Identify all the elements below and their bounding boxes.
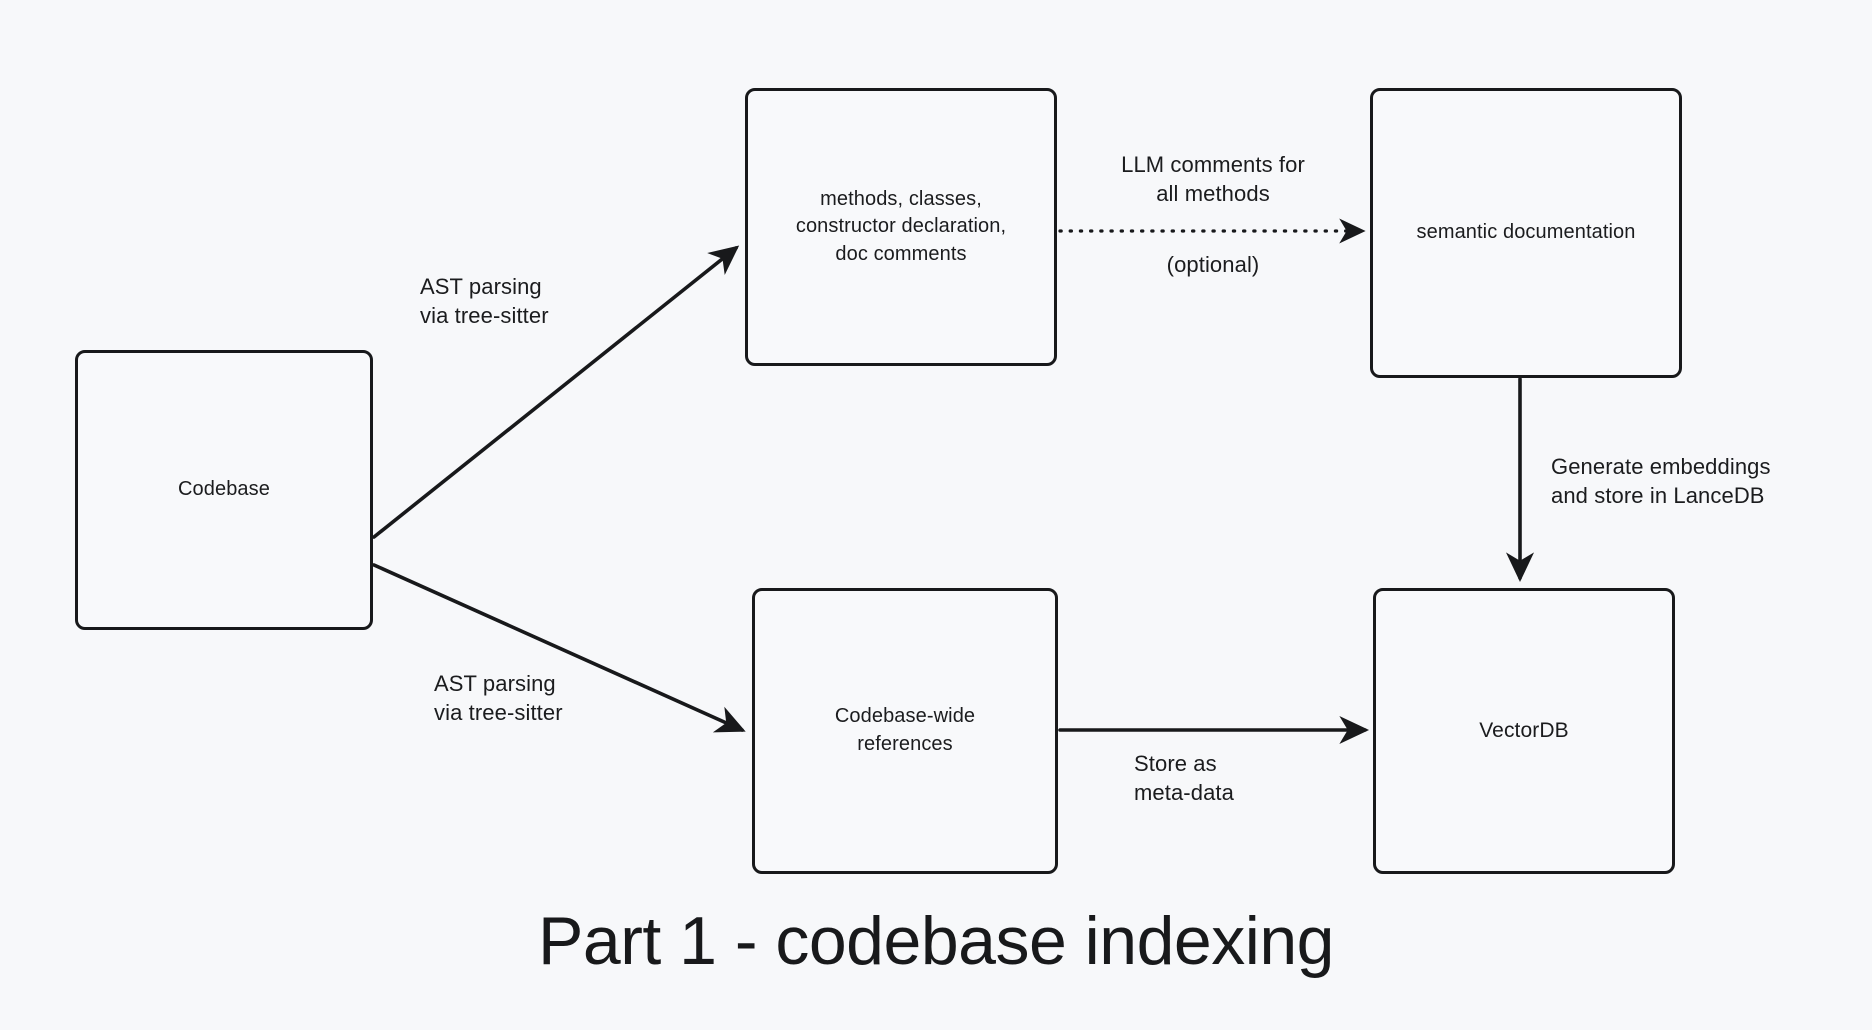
node-extracted-entities-label: methods, classes, constructor declaratio… — [795, 187, 1007, 265]
node-codebase-wide-references-label: Codebase-wide references — [834, 705, 976, 755]
node-vectordb[interactable]: VectorDB — [1373, 588, 1675, 874]
node-vectordb-label: VectorDB — [1479, 718, 1569, 742]
node-codebase-wide-references[interactable]: Codebase-wide references — [752, 588, 1058, 874]
edge-label-codebase-to-references: AST parsing via tree-sitter — [434, 671, 563, 726]
node-semantic-documentation[interactable]: semantic documentation — [1370, 88, 1682, 378]
diagram-title: Part 1 - codebase indexing — [538, 903, 1334, 979]
edge-label-codebase-to-extracted: AST parsing via tree-sitter — [420, 274, 549, 329]
node-extracted-entities[interactable]: methods, classes, constructor declaratio… — [745, 88, 1057, 366]
edge-label-extracted-to-semantic: LLM comments for all methods — [1121, 152, 1305, 207]
edge-sublabel-extracted-to-semantic: (optional) — [1166, 252, 1260, 277]
edge-label-references-to-vectordb: Store as meta-data — [1134, 751, 1234, 806]
edge-label-semantic-to-vectordb: Generate embeddings and store in LanceDB — [1551, 454, 1771, 509]
node-codebase-label: Codebase — [178, 478, 270, 501]
node-semantic-documentation-label: semantic documentation — [1416, 221, 1636, 244]
node-codebase[interactable]: Codebase — [75, 350, 373, 630]
